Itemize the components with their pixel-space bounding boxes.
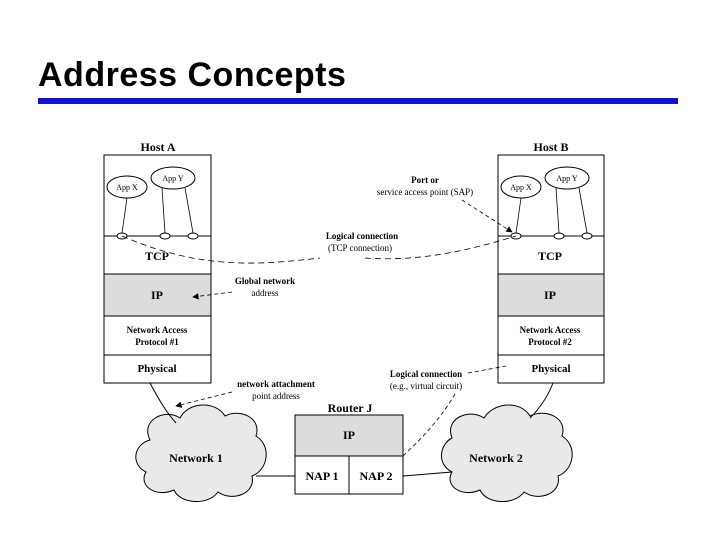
host-b-nap-line2: Protocol #2 <box>528 337 572 347</box>
host-a-network-1-link <box>149 382 177 424</box>
network-2-label: Network 2 <box>469 451 523 465</box>
host-b-network-2-link <box>529 382 554 419</box>
network-2-cloud <box>441 404 573 502</box>
host-b-nap-line1: Network Access <box>520 325 581 335</box>
annotation-port-line1: Port or <box>411 175 439 185</box>
port-pointer-arrow <box>461 199 513 233</box>
host-a-label: Host A <box>140 140 175 154</box>
host-a-app-x-label: App X <box>116 183 138 192</box>
host-a-tcp-label: TCP <box>145 249 169 263</box>
network-1-cloud <box>135 404 267 502</box>
host-a-port-2 <box>159 232 171 240</box>
host-b: Host B App X App Y TCP IP Network Access… <box>497 140 605 384</box>
slide-title: Address Concepts <box>38 56 347 94</box>
router-nap1-label: NAP 1 <box>306 469 339 483</box>
router-label: Router J <box>328 401 373 415</box>
logical-virtual-circuit <box>402 393 456 457</box>
annotation-global-line2: address <box>252 288 279 298</box>
host-b-physical-label: Physical <box>531 363 570 375</box>
host-a-app-y-label: App Y <box>162 174 183 183</box>
host-b-app-x-label: App X <box>510 183 532 192</box>
host-b-label: Host B <box>533 140 568 154</box>
annotation-attach-line2: point address <box>252 391 300 401</box>
host-a-physical-label: Physical <box>137 363 176 375</box>
router-j: Router J IP NAP 1 NAP 2 <box>294 401 404 495</box>
host-a-nap-line1: Network Access <box>127 325 188 335</box>
host-b-ip-layer <box>497 273 605 317</box>
host-a-ip-label: IP <box>151 288 163 302</box>
annotation-logical-vc-line2: (e.g., virtual circuit) <box>390 381 462 391</box>
annotation-port-line2: service access point (SAP) <box>377 187 473 197</box>
router-network-2-link <box>402 471 453 477</box>
attachment-address-arrow <box>175 391 233 408</box>
host-a-port-3 <box>187 232 199 240</box>
host-a-app-y <box>150 166 196 190</box>
annotation-global-line1: Global network <box>235 276 295 286</box>
host-b-port-2 <box>553 232 565 240</box>
router-ip-layer <box>294 414 404 457</box>
host-b-tcp-label: TCP <box>538 249 562 263</box>
router-ip-label: IP <box>343 428 355 442</box>
network-1-label: Network 1 <box>169 451 223 465</box>
annotation-logical-tcp-line2: (TCP connection) <box>328 243 392 253</box>
host-b-app-y <box>544 166 590 190</box>
host-b-app-y-label: App Y <box>556 174 577 183</box>
annotation-attach-line1: network attachment <box>237 379 315 389</box>
host-b-port-3 <box>581 232 593 240</box>
title-underline <box>38 98 678 104</box>
annotation-logical-vc-line1: Logical connection <box>390 369 462 379</box>
host-a: Host A App X App Y TCP IP Network Access… <box>103 140 212 384</box>
host-b-ip-label: IP <box>544 288 556 302</box>
router-nap2-label: NAP 2 <box>360 469 393 483</box>
host-a-nap-line2: Protocol #1 <box>135 337 179 347</box>
annotation-logical-tcp-line1: Logical connection <box>326 231 398 241</box>
